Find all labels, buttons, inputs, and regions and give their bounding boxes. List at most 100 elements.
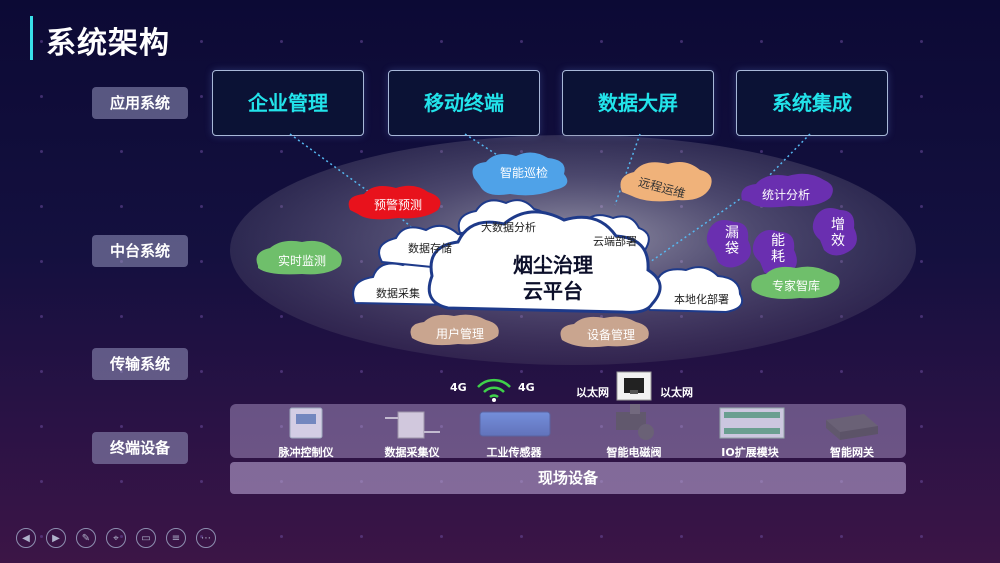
grid-dot <box>920 40 923 43</box>
network-4g-right: 4G <box>518 381 535 394</box>
app-box-enterprise: 企业管理 <box>212 70 364 136</box>
grid-dot <box>280 370 283 373</box>
zoom-icon[interactable]: ⌖ <box>106 528 126 548</box>
grid-dot <box>680 535 683 538</box>
grid-dot <box>680 425 683 428</box>
core-line-2: 云平台 <box>523 279 583 303</box>
grid-dot <box>120 40 123 43</box>
app-box-bigscreen: 数据大屏 <box>562 70 714 136</box>
grid-dot <box>920 95 923 98</box>
device-label: 脉冲控制仪 <box>278 446 334 459</box>
grid-dot <box>200 425 203 428</box>
app-box-integration: 系统集成 <box>736 70 888 136</box>
network-ethernet-left: 以太网 <box>576 386 609 399</box>
grid-dot <box>200 315 203 318</box>
layer-label-terminal: 终端设备 <box>92 432 188 464</box>
grid-dot <box>840 150 843 153</box>
grid-dot <box>920 425 923 428</box>
next-icon[interactable]: ▶ <box>46 528 66 548</box>
grid-dot <box>40 95 43 98</box>
grid-dot <box>120 425 123 428</box>
grid-dot <box>440 40 443 43</box>
grid-dot <box>40 370 43 373</box>
grid-dot <box>760 150 763 153</box>
grid-dot <box>280 150 283 153</box>
bubble-label-warning: 预警预测 <box>374 198 423 212</box>
grid-dot <box>840 40 843 43</box>
grid-dot <box>280 315 283 318</box>
grid-dot <box>920 150 923 153</box>
bubble-label-leak: 漏袋 <box>725 225 739 257</box>
grid-dot <box>760 40 763 43</box>
grid-dot <box>280 40 283 43</box>
grid-dot <box>760 535 763 538</box>
bubble-label-realtime: 实时监测 <box>278 254 327 268</box>
grid-dot <box>920 535 923 538</box>
grid-dot <box>520 40 523 43</box>
grid-dot <box>40 315 43 318</box>
grid-dot <box>600 425 603 428</box>
grid-dot <box>280 425 283 428</box>
grid-dot <box>440 535 443 538</box>
grid-dot <box>920 315 923 318</box>
bubble-label-patrol: 智能巡检 <box>500 166 549 180</box>
ethernet-port-icon <box>616 371 652 401</box>
network-ethernet-right: 以太网 <box>660 386 693 399</box>
solenoid-valve-icon <box>616 404 654 440</box>
terminal-device-band <box>230 404 906 458</box>
pen-icon[interactable]: ✎ <box>76 528 96 548</box>
previous-icon[interactable]: ◀ <box>16 528 36 548</box>
pulse-controller-icon <box>289 407 323 439</box>
layer-label-middle: 中台系统 <box>92 235 188 267</box>
grid-dot <box>600 40 603 43</box>
app-box-mobile: 移动终端 <box>388 70 540 136</box>
title-accent-bar <box>30 16 33 60</box>
grid-dot <box>40 535 43 538</box>
bubbles <box>256 152 857 348</box>
grid-dot <box>920 370 923 373</box>
cloud-label-bigdata: 大数据分析 <box>481 221 536 234</box>
io-expansion-module-icon <box>719 407 785 439</box>
core-line-1: 烟尘治理 <box>513 253 593 277</box>
device-label: 工业传感器 <box>486 446 542 459</box>
device-label: 智能电磁阀 <box>606 446 662 459</box>
core-cloud <box>427 210 662 314</box>
more-icon[interactable]: ⋯ <box>196 528 216 548</box>
grid-dot <box>920 480 923 483</box>
grid-dot <box>680 370 683 373</box>
grid-dot <box>120 205 123 208</box>
video-icon[interactable]: ▭ <box>136 528 156 548</box>
grid-dot <box>200 260 203 263</box>
bubble-label-energy: 能耗 <box>771 233 785 265</box>
grid-dot <box>200 370 203 373</box>
cloud-label-cloud-deploy: 云端部署 <box>593 235 637 248</box>
grid-dot <box>600 370 603 373</box>
grid-dot <box>40 40 43 43</box>
core-platform-label: 烟尘治理 云平台 <box>498 252 608 304</box>
bubble-label-devices: 设备管理 <box>587 328 636 342</box>
grid-dot <box>40 425 43 428</box>
grid-dot <box>920 260 923 263</box>
smart-gateway-icon <box>826 414 878 440</box>
device-label: 数据采集仪 <box>384 446 440 459</box>
grid-dot <box>40 150 43 153</box>
grid-dot <box>280 535 283 538</box>
grid-dot <box>760 370 763 373</box>
grid-dot <box>360 425 363 428</box>
grid-dot <box>600 535 603 538</box>
wifi-dot-icon <box>492 398 496 402</box>
grid-dot <box>120 150 123 153</box>
grid-dot <box>200 95 203 98</box>
grid-dot <box>120 315 123 318</box>
wifi-icon <box>477 378 511 399</box>
grid-dot <box>200 40 203 43</box>
grid-dot <box>360 40 363 43</box>
industrial-sensor-icon <box>479 411 551 437</box>
grid-dot <box>520 535 523 538</box>
data-collector-icon <box>385 411 440 439</box>
subtitle-icon[interactable]: ≡ <box>166 528 186 548</box>
grid-dot <box>440 425 443 428</box>
grid-dot <box>200 150 203 153</box>
grid-dot <box>840 535 843 538</box>
bubble-label-expert: 专家智库 <box>772 279 821 293</box>
